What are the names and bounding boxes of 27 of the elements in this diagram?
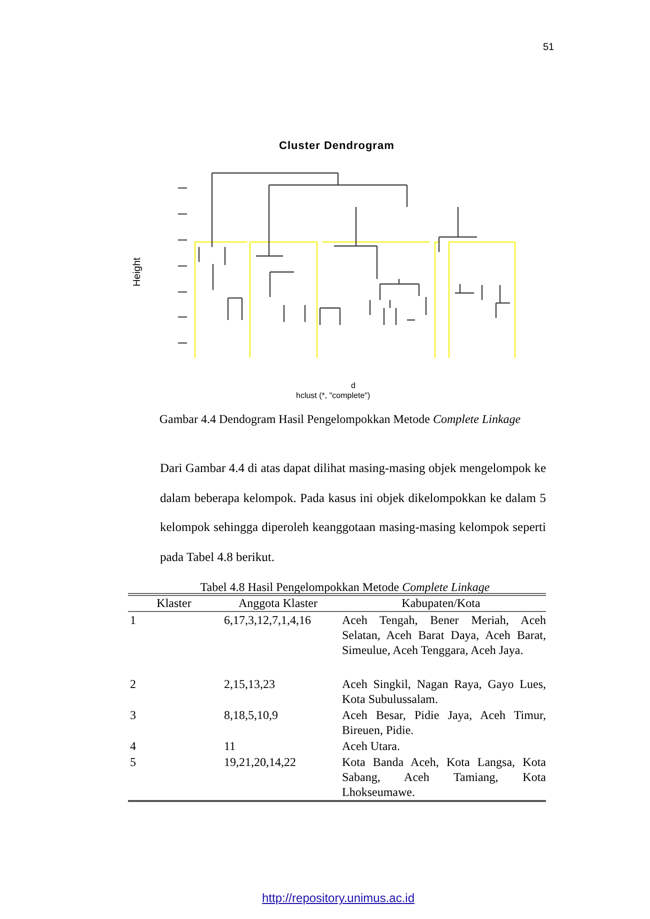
footer-link: http://repository.unimus.ac.id — [262, 890, 415, 907]
table-cell-text: 4 — [129, 738, 137, 754]
table-cell-text: Aceh Utara. — [341, 738, 401, 754]
table-cell-text: 11 — [223, 738, 237, 754]
table-cell-text: Aceh Besar, Pidie Jaya, Aceh Timur, Bireuen, Pidie. — [341, 707, 546, 738]
table-cell: Aceh Tengah, Bener Meriah, Aceh Selatan, Aceh Barat Daya, Aceh Barat, Simeulue, Aceh Tenggara, Aceh Jaya. — [336, 612, 546, 676]
figure-caption: Gambar 4.4 Dendogram Hasil Pengelompokkan Metode Complete Linkage — [158, 411, 522, 428]
axis-label: Height — [130, 258, 144, 286]
table-header: Klaster — [128, 594, 220, 612]
table-header: Anggota Klaster — [220, 594, 336, 612]
table-cell: Kota Banda Aceh, Kota Langsa, Kota Sabang, Aceh Tamiang, Kota Lhokseumawe. — [336, 754, 546, 801]
table-cell-text: 2,15,13,23 — [223, 676, 276, 693]
table-cell-text: 8,18,5,10,9 — [223, 707, 279, 724]
table-header: Kabupaten/Kota — [336, 594, 546, 612]
table-cell-text: 3 — [129, 707, 137, 724]
table-cell: 19,21,20,14,22 — [220, 754, 336, 801]
paragraph: Dari Gambar 4.4 di atas dapat dilihat masing-masing objek mengelompok ke dalam beberapa kelompok. Pada kasus ini objek dikelompokkan ke dalam 5 kelompok sehingga diperoleh keanggotaan masing-masing kelompok seperti pada Tabel 4.8 berikut. — [160, 460, 546, 566]
table-cell: 1 — [128, 612, 220, 676]
table-cell-text: 2 — [129, 676, 137, 693]
axis-label: d — [351, 380, 356, 392]
page-number: 51 — [543, 41, 554, 55]
axis-label: hclust (*, "complete") — [296, 390, 370, 402]
table-caption: Tabel 4.8 Hasil Pengelompokkan Metode Complete Linkage — [199, 579, 491, 596]
table-cell: 5 — [128, 754, 220, 801]
table-cell: 6,17,3,12,7,1,4,16 — [220, 612, 336, 676]
chart-title: Cluster Dendrogram — [279, 139, 394, 154]
table-cell-text: Aceh Singkil, Nagan Raya, Gayo Lues, Kota Subulussalam. — [341, 676, 546, 707]
